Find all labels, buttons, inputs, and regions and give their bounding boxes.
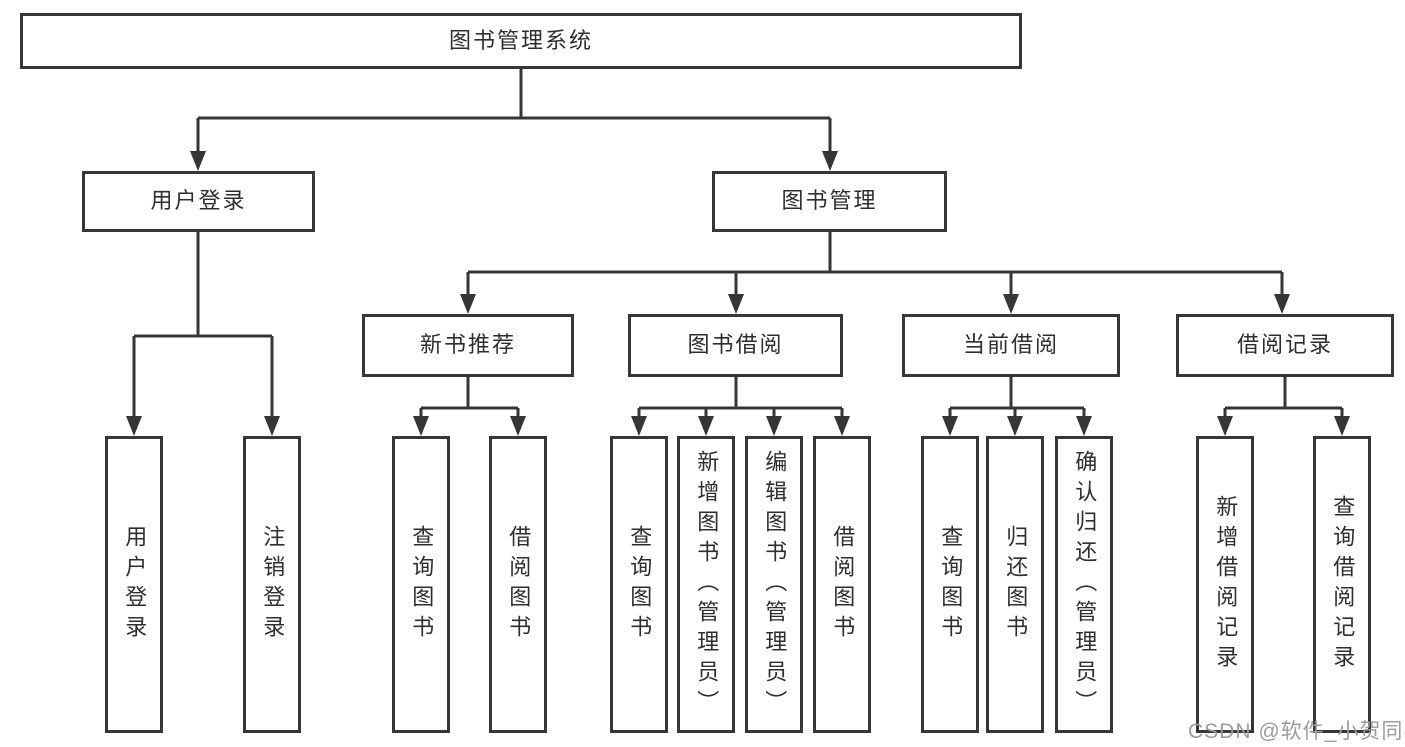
node-logout-leaf: 注销登录 xyxy=(243,436,301,733)
node-borrow-books-under-borrowing: 借阅图书 xyxy=(813,436,871,733)
node-query-borrow-record: 查询借阅记录 xyxy=(1313,436,1371,733)
node-book-management: 图书管理 xyxy=(712,171,947,232)
node-label: 确认归还（管理员） xyxy=(1072,449,1098,720)
node-label: 借阅图书 xyxy=(830,524,856,645)
node-query-books-under-current: 查询图书 xyxy=(921,436,979,733)
node-label: 查询图书 xyxy=(627,524,653,645)
node-label: 查询图书 xyxy=(938,524,964,645)
node-add-books-admin: 新增图书（管理员） xyxy=(677,436,735,733)
node-label: 查询图书 xyxy=(409,524,435,645)
node-add-borrow-record: 新增借阅记录 xyxy=(1196,436,1254,733)
node-edit-books-admin: 编辑图书（管理员） xyxy=(745,436,803,733)
node-label: 查询借阅记录 xyxy=(1330,494,1356,675)
node-label: 借阅图书 xyxy=(506,524,532,645)
node-label: 用户登录 xyxy=(122,524,148,645)
node-borrowing-records: 借阅记录 xyxy=(1176,314,1394,377)
node-borrow-books-under-recommendation: 借阅图书 xyxy=(489,436,547,733)
node-return-books: 归还图书 xyxy=(986,436,1044,733)
node-label: 新增借阅记录 xyxy=(1213,494,1239,675)
node-label: 编辑图书（管理员） xyxy=(762,449,788,720)
node-label: 新增图书（管理员） xyxy=(694,449,720,720)
node-user-login: 用户登录 xyxy=(82,171,315,232)
node-label: 注销登录 xyxy=(260,524,286,645)
node-new-book-recommendation: 新书推荐 xyxy=(362,314,574,377)
node-label: 归还图书 xyxy=(1003,524,1029,645)
tree-edges xyxy=(132,69,1344,422)
watermark-text: CSDN @软件_小贺同学 xyxy=(1188,720,1405,743)
node-user-login-leaf: 用户登录 xyxy=(105,436,163,733)
node-current-borrowing: 当前借阅 xyxy=(902,314,1120,377)
node-query-books-under-recommendation: 查询图书 xyxy=(392,436,450,733)
node-library-management-system: 图书管理系统 xyxy=(20,13,1022,69)
node-confirm-return-admin: 确认归还（管理员） xyxy=(1055,436,1113,733)
node-book-borrowing: 图书借阅 xyxy=(628,314,843,377)
node-query-books-under-borrowing: 查询图书 xyxy=(610,436,668,733)
